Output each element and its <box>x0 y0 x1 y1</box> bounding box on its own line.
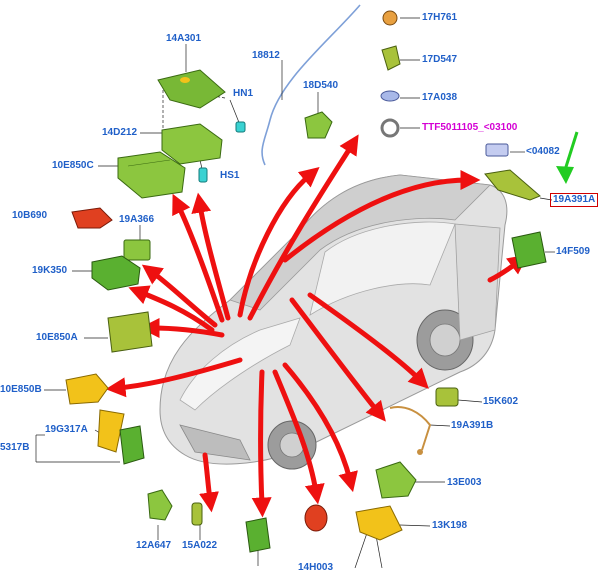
label-14A301: 14A301 <box>166 33 202 44</box>
label-18D540: 18D540 <box>303 80 339 91</box>
part-13K198[interactable] <box>355 505 403 541</box>
label-19K350: 19K350 <box>32 265 68 276</box>
part-19A391B[interactable] <box>389 406 432 455</box>
arrow-to-15K602 <box>307 292 429 389</box>
label-19A366: 19A366 <box>119 214 155 225</box>
part-10E850A[interactable] <box>107 311 153 353</box>
part-17D547[interactable] <box>381 45 401 71</box>
green-indicator-arrow <box>556 131 579 184</box>
arrow-to-19K350 <box>141 264 218 328</box>
part-15K602[interactable] <box>435 387 459 407</box>
leader-lines <box>35 17 555 569</box>
van-illustration <box>159 174 508 470</box>
label-10E850C: 10E850C <box>52 160 94 171</box>
label-13E003: 13E003 <box>447 477 482 488</box>
label-04082: <04082 <box>526 146 560 157</box>
label-14D212: 14D212 <box>102 127 138 138</box>
label-14F509: 14F509 <box>556 246 590 257</box>
label-14H003: 14H003 <box>298 562 334 573</box>
arrow-to-18812 <box>247 134 359 321</box>
label-19A391A-highlighted: 19A391A <box>550 193 599 207</box>
part-10B690[interactable] <box>71 207 113 229</box>
label-17H761: 17H761 <box>422 12 458 23</box>
part-17H761[interactable] <box>382 10 398 26</box>
label-19G317B: 5317B <box>0 442 30 453</box>
part-HS1-fastener[interactable] <box>198 167 208 183</box>
arrow-to-19A391A <box>282 170 481 263</box>
label-HS1: HS1 <box>220 170 240 181</box>
part-19G317A[interactable] <box>97 409 125 453</box>
label-12A647: 12A647 <box>136 540 172 551</box>
label-19G317A: 19G317A <box>45 424 88 435</box>
label-15K602: 15K602 <box>483 396 519 407</box>
arrow-to-18D540 <box>237 166 320 318</box>
part-14D212[interactable] <box>161 123 223 165</box>
part-04082[interactable] <box>485 143 509 157</box>
arrow-to-10E850A <box>139 318 225 339</box>
part-14A301[interactable] <box>157 69 226 109</box>
label-17A038: 17A038 <box>422 92 458 103</box>
part-14H003[interactable] <box>304 504 328 532</box>
label-15A022: 15A022 <box>182 540 218 551</box>
label-18812: 18812 <box>252 50 280 61</box>
part-TTF-clip[interactable] <box>380 118 400 138</box>
part-10E850B[interactable] <box>65 373 109 405</box>
antenna-cable <box>261 4 361 166</box>
label-19A391B: 19A391B <box>451 420 494 431</box>
label-TTF5011105: TTF5011105_<03100 <box>422 122 518 133</box>
label-HN1: HN1 <box>233 88 254 99</box>
arrow-to-15A022 <box>199 452 219 513</box>
arrow-to-14H003 <box>272 369 325 505</box>
label-13K198: 13K198 <box>432 520 468 531</box>
label-10B690: 10B690 <box>12 210 48 221</box>
part-green-module-bottom[interactable] <box>245 517 271 553</box>
part-10E850C[interactable] <box>117 151 186 199</box>
arrow-to-10E850B <box>105 357 243 398</box>
arrow-to-14F509 <box>487 254 529 283</box>
part-19K350[interactable] <box>91 255 141 291</box>
part-14F509[interactable] <box>511 231 547 269</box>
part-19A366[interactable] <box>123 239 151 261</box>
pointer-arrows <box>105 134 529 518</box>
arrow-to-14C-green <box>251 369 272 518</box>
label-10E850A: 10E850A <box>36 332 78 343</box>
part-18D540[interactable] <box>304 111 333 139</box>
arrow-to-HS1 <box>191 192 231 321</box>
arrow-to-19A391B <box>289 297 386 422</box>
part-HN1-fastener[interactable] <box>235 121 246 133</box>
part-13E003[interactable] <box>375 461 417 499</box>
part-17A038[interactable] <box>380 90 400 102</box>
label-10E850B: 10E850B <box>0 384 42 395</box>
arrow-to-10E850C <box>172 193 225 323</box>
part-12A647[interactable] <box>147 489 173 521</box>
label-17D547: 17D547 <box>422 54 458 65</box>
part-19A391A[interactable] <box>484 169 541 201</box>
part-15A022[interactable] <box>191 502 203 526</box>
arrow-to-19K350-b <box>128 285 215 333</box>
arrow-to-13K198 <box>282 362 358 493</box>
part-19G317B[interactable] <box>119 425 145 465</box>
